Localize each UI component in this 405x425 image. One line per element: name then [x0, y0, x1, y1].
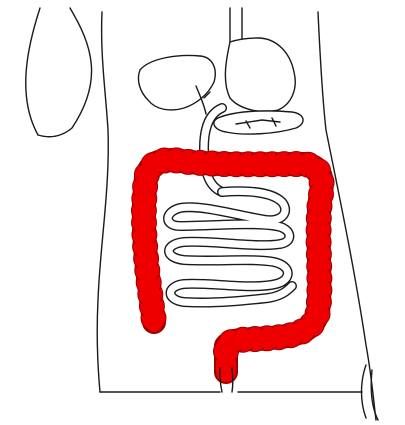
- left-arm-outer-edge: [26, 8, 40, 135]
- esophagus: [230, 8, 242, 42]
- left-body-side: [97, 12, 108, 392]
- left-arm-inner-edge: [38, 8, 92, 137]
- liver: [138, 56, 215, 110]
- small-intestine: [168, 108, 292, 303]
- pancreas: [214, 111, 303, 134]
- stomach: [225, 38, 295, 112]
- large-intestine: [131, 148, 334, 392]
